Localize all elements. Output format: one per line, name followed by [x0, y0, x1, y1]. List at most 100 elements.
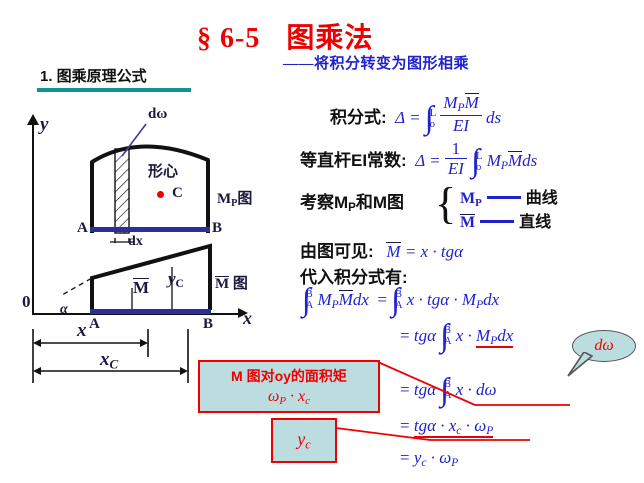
x-axis-line	[32, 313, 240, 315]
equation-derivation-line5: = yc · ωP	[400, 448, 459, 470]
examine-label-head: 考察M	[300, 193, 349, 212]
eq7-lower-bound: A	[444, 336, 452, 348]
eq1-den: EI	[453, 116, 470, 136]
equation-integral-form: 积分式: Δ = ∫ L o MPM EI ds	[330, 93, 502, 136]
equation-derivation-line4: = tgα · xc · ωP	[400, 416, 494, 438]
area-moment-box-line2: ωP · xc	[268, 388, 310, 408]
branch2-symbol: M	[460, 214, 476, 231]
branch1-text: 曲线	[525, 190, 558, 207]
equation-branch-line: M 直线	[460, 208, 551, 232]
centroid-point-marker	[157, 191, 164, 198]
yc-box: yc	[271, 418, 337, 463]
section-heading-underline	[37, 88, 191, 92]
mbar-diagram-label-tail: 图	[232, 276, 248, 292]
branch2-dash-icon	[480, 220, 515, 224]
origin-label: 0	[22, 292, 31, 311]
mbar-symbol-text: M	[133, 278, 150, 297]
eq6-lower-bound: A	[305, 300, 314, 312]
centroid-text-label: 形心	[148, 163, 179, 180]
yc-box-sub: c	[305, 437, 311, 452]
mbar-symbol-label: M	[133, 278, 150, 298]
substitute-label: 代入积分式有:	[300, 268, 408, 287]
yc-box-text: yc	[297, 429, 310, 452]
brace-icon: {	[435, 179, 457, 228]
yc-label: yC	[168, 269, 184, 290]
dimension-x-label: x	[77, 320, 87, 341]
equation-examine-label: 考察MP和M图	[300, 188, 404, 214]
eq2-mp: M	[486, 150, 501, 170]
equation-derivation-line3: = tgα ∫ B A x · dω	[400, 371, 497, 407]
equation-substitute-label: 代入积分式有:	[300, 263, 408, 288]
eq7-upper-bound: B	[444, 325, 451, 337]
area-moment-box: M 图对oy的面积矩 ωP · xc	[198, 360, 380, 413]
eq6b-upper-bound: B	[395, 289, 402, 301]
equation-constant-ei: 等直杆EI常数: Δ = 1 EI ∫ L o MPMds	[300, 139, 538, 179]
domega-callout-text: dω	[594, 337, 614, 354]
eq1-num-mbar: M	[464, 93, 479, 112]
eq2-den: EI	[447, 159, 464, 179]
eq2-ds: ds	[522, 150, 538, 170]
mp-baseline	[90, 227, 210, 232]
dx-label: dx	[128, 234, 143, 249]
title-main-text: 图乘法	[286, 23, 374, 54]
mbar-diagram-shape	[60, 243, 212, 310]
eq2-mp-sub: P	[500, 159, 508, 173]
equation-derivation-line1: ∫ B A MPMdx = ∫ B A x · tgα · MPdx	[302, 281, 500, 317]
mp-diagram-label-m: M	[217, 191, 232, 207]
eq1-num-sub: P	[457, 101, 465, 115]
yc-box-y: y	[297, 428, 306, 449]
branch2-text: 直线	[519, 214, 552, 231]
eq9-highlight: tgα · xc · ωP	[413, 416, 494, 438]
x-axis-label: x	[243, 308, 252, 328]
equation-from-figure: 由图可见: MM = x · tgα = x · tgα	[300, 237, 463, 262]
branch1-symbol: M	[460, 190, 476, 207]
figure-diagram: y x 0 α A B 形心 C dω d	[0, 106, 280, 400]
mbar-diagram-label: M 图	[215, 272, 248, 293]
eq1-fraction: MPM EI	[440, 93, 482, 136]
dimension-xc-label: xC	[100, 349, 118, 373]
eq1-ds: ds	[486, 108, 502, 128]
eq2-lower-limit: o	[476, 161, 482, 173]
eq1-num-m: M	[443, 93, 458, 112]
branch1-sub: P	[475, 197, 482, 210]
equation-branch-curve: MP 曲线	[460, 184, 558, 209]
area-moment-text: M 图对oy的面积矩	[231, 368, 347, 384]
examine-label-tail: 和M图	[355, 193, 405, 212]
eq7-highlight: MPdx	[476, 326, 514, 348]
eq1-lower-limit: o	[429, 119, 435, 131]
eq2-mbar: M	[507, 150, 523, 170]
mp-diagram-shape	[90, 123, 210, 243]
title-section-number: § 6-5	[197, 23, 261, 54]
eq2-fraction: 1 EI	[444, 139, 467, 179]
page-title: § 6-5 图乘法	[197, 16, 373, 56]
mp-label-b: B	[212, 220, 223, 236]
dimension-lines: x xC	[0, 320, 280, 395]
eq2-delta: Δ =	[415, 150, 441, 170]
page-subtitle: ——将积分转变为图形相乘	[283, 56, 470, 72]
angle-alpha-label: α	[60, 302, 68, 317]
dimension-xc-label-sub: C	[109, 356, 119, 372]
mp-diagram-label-sub: P	[231, 197, 238, 209]
domega-label: dω	[148, 106, 168, 122]
area-moment-box-line1: M 图对oy的面积矩	[200, 366, 378, 386]
equation-derivation-line2: = tgα ∫ B A x · MPdx	[400, 317, 514, 353]
eq6-upper-bound: B	[305, 289, 313, 301]
yc-label-sub: C	[175, 277, 184, 291]
eq1-delta: Δ =	[395, 108, 421, 128]
y-axis-arrow-icon	[27, 114, 39, 125]
callout-tail-icon	[567, 352, 594, 377]
dimension-xc-label-x: x	[100, 349, 110, 370]
branch1-dash-icon	[486, 196, 521, 200]
eq6b-lower-bound: A	[395, 300, 403, 312]
mp-diagram-label-tail: 图	[237, 191, 253, 207]
constant-ei-label: 等直杆EI常数:	[300, 150, 407, 170]
centroid-point-label: C	[172, 185, 183, 201]
x-axis-arrow-icon	[238, 308, 248, 318]
mp-label-a: A	[77, 220, 88, 236]
y-axis-label: y	[40, 114, 49, 135]
yc-label-y: y	[168, 269, 176, 288]
integral-form-label: 积分式:	[330, 108, 387, 128]
mbar-baseline	[90, 309, 211, 314]
mp-diagram-label: MP图	[217, 187, 252, 209]
